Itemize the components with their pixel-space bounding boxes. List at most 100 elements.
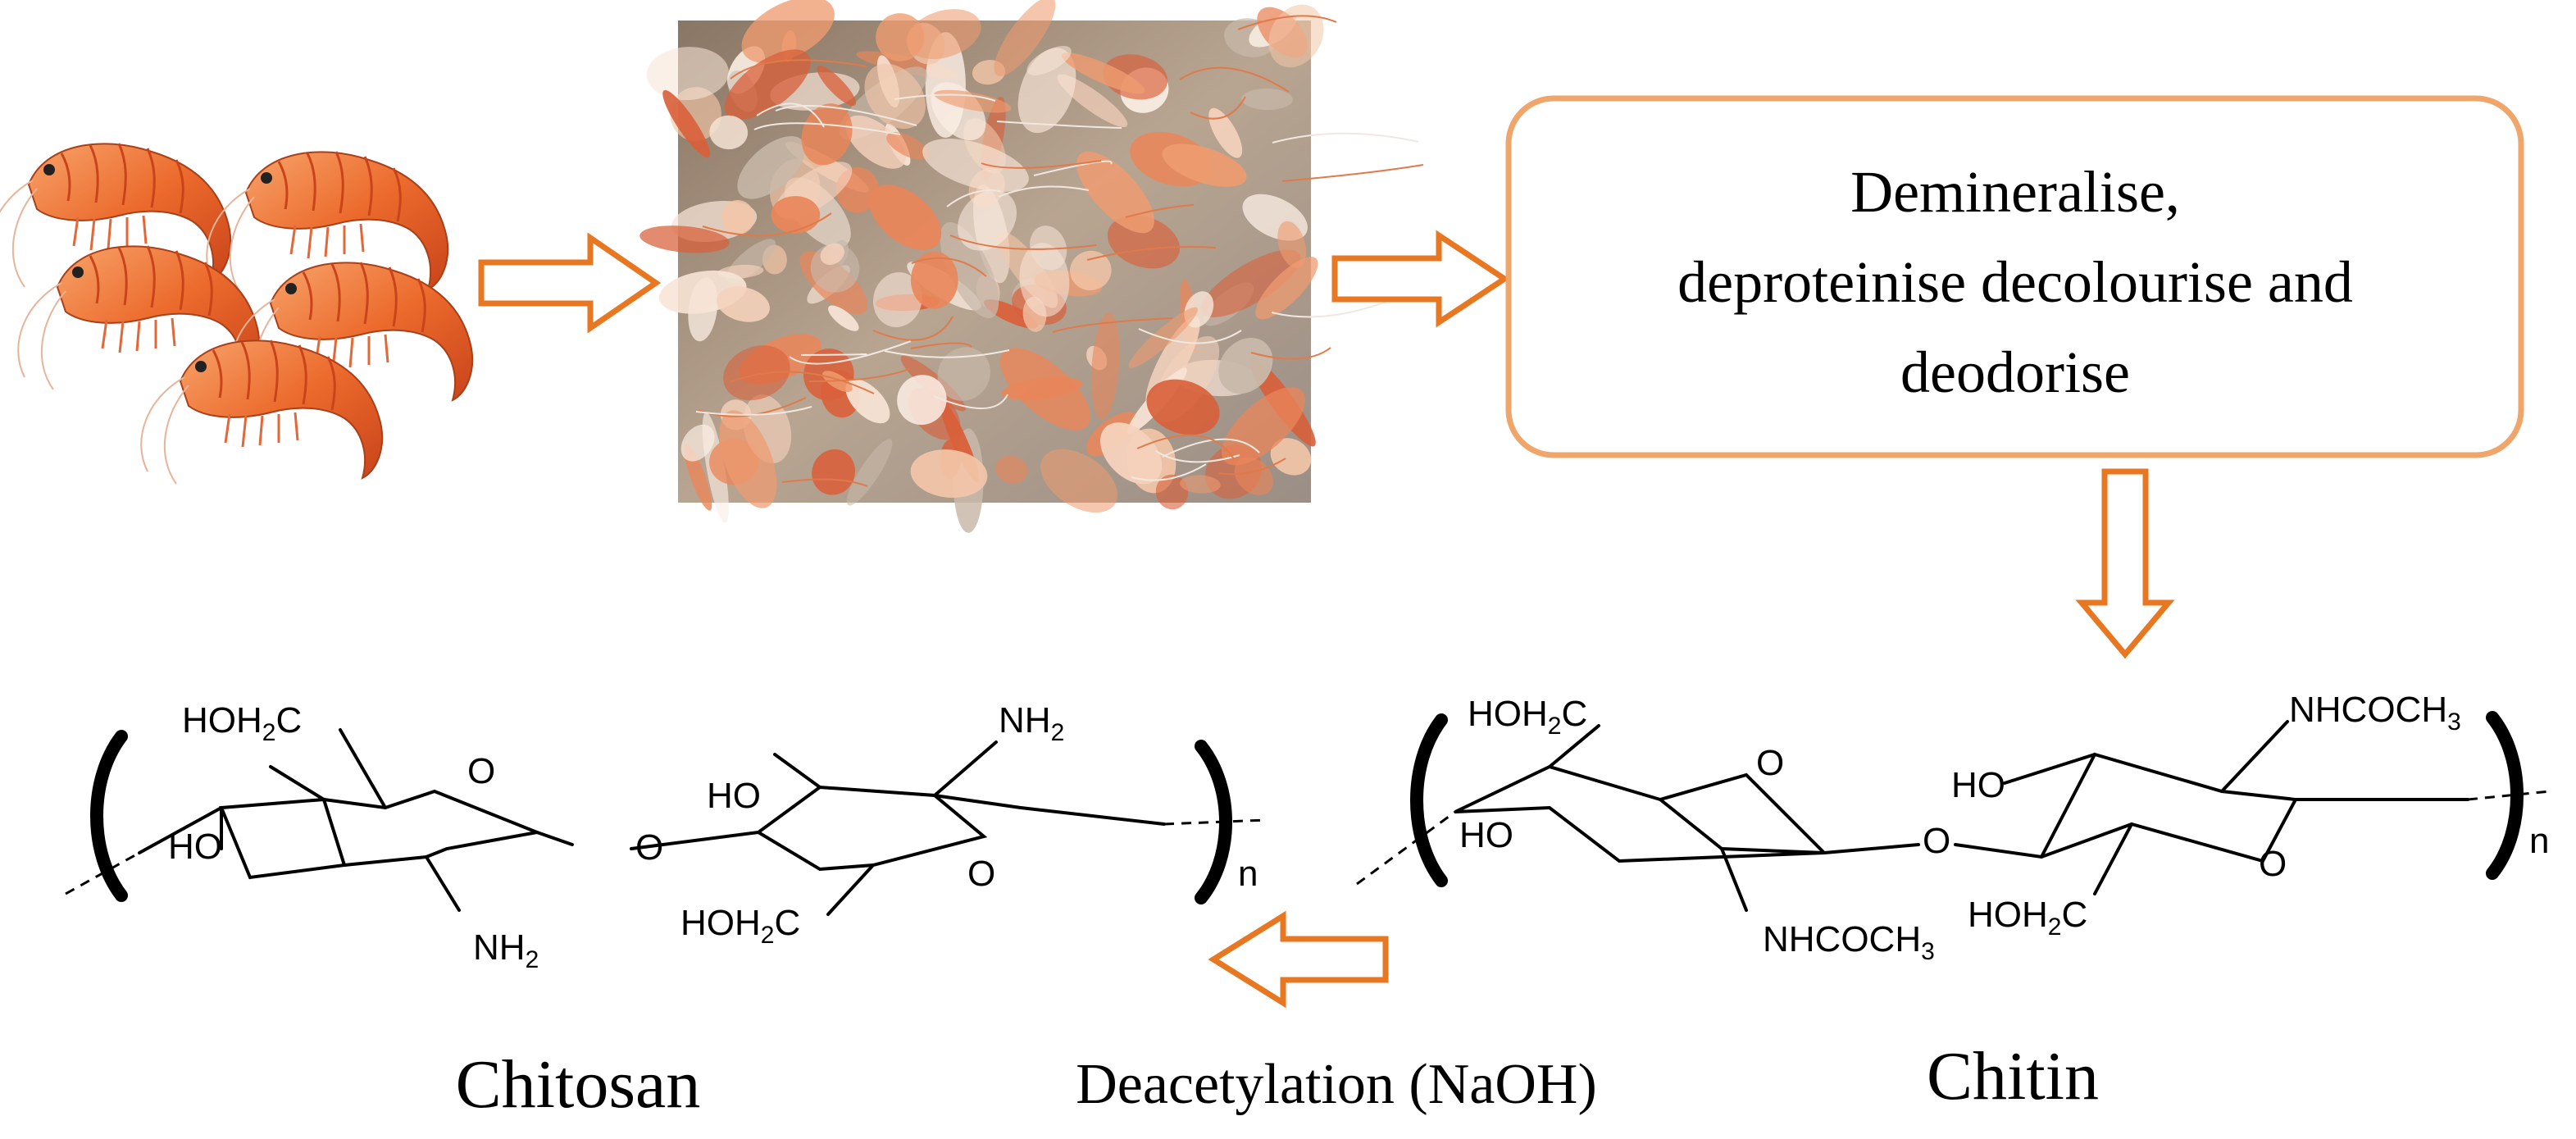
- shell-fragment: [1162, 144, 1247, 187]
- shell-fragment: [639, 226, 730, 253]
- chitosan-hoh2c-bottom: HOH2C: [680, 903, 800, 949]
- chitosan-bracket-left: [90, 730, 128, 902]
- chitin-repeat-n: n: [2529, 821, 2549, 861]
- shell-fragment: [724, 49, 811, 120]
- antenna-strand: [729, 371, 875, 394]
- shell-fragment: [1019, 243, 1070, 317]
- antenna-strand: [702, 212, 832, 237]
- shell-fragment: [845, 379, 890, 424]
- shell-fragment: [1076, 151, 1154, 234]
- chitin-nhcoch3-bottom: NHCOCH3: [1763, 919, 1935, 965]
- shell-fragment: [717, 286, 770, 322]
- chitin-nhcoch3-top: NHCOCH3: [2289, 690, 2461, 736]
- chitosan-structure: HOH2C O HO NH2 O HO NH2 O HOH2C n: [65, 700, 1268, 973]
- chitosan-ring-o-2: O: [967, 854, 995, 894]
- antenna-strand: [998, 185, 1090, 198]
- shell-fragment: [1001, 376, 1083, 400]
- arrow-right-1: [478, 232, 662, 334]
- antenna-strand: [1086, 246, 1217, 261]
- chitosan-hoh2c-top: HOH2C: [182, 700, 302, 746]
- chitin-ho-mid: HO: [1951, 765, 2005, 805]
- shell-fragment: [646, 47, 729, 101]
- antenna-strand: [872, 316, 953, 341]
- chitin-hoh2c-top: HOH2C: [1468, 694, 1587, 740]
- shell-fragment: [1062, 52, 1145, 94]
- chitin-bracket-right: [2486, 711, 2524, 880]
- process-box-line-2: deproteinise decolourise and: [1677, 249, 2353, 315]
- shell-fragment: [957, 189, 1017, 251]
- antenna-strand: [808, 368, 910, 382]
- shell-fragment: [906, 9, 981, 60]
- antenna-strand: [1217, 458, 1286, 476]
- chitosan-ho-mid: HO: [707, 776, 761, 816]
- antenna-strand: [1125, 204, 1195, 218]
- antenna-strand: [1131, 463, 1207, 481]
- shell-fragment: [886, 132, 929, 160]
- shell-fragment: [1026, 46, 1072, 75]
- antenna-strand: [789, 340, 912, 365]
- chitin-ring-o-2: O: [2259, 844, 2287, 884]
- chitin-structure: HOH2C O HO NHCOCH3 O HO NHCOCH3 O HOH2C …: [1356, 690, 2551, 965]
- chitin-link-o: O: [1923, 821, 1950, 861]
- antenna-strand: [775, 105, 917, 126]
- antenna-strand: [1155, 450, 1240, 463]
- antenna-strand: [1179, 66, 1290, 93]
- arrow-down: [2075, 468, 2175, 659]
- chitosan-label: Chitosan: [456, 1046, 701, 1123]
- arrow-left: [1208, 910, 1389, 1009]
- antenna-strand: [911, 257, 987, 277]
- antenna-strand: [981, 160, 1102, 169]
- antenna-strand: [1138, 328, 1242, 344]
- shell-fragment: [1107, 215, 1180, 269]
- chitosan-ring-o-1: O: [467, 751, 495, 791]
- antenna-strand: [1190, 96, 1246, 120]
- shell-fragment: [937, 347, 991, 401]
- chitosan-ho-left: HO: [168, 827, 222, 867]
- antenna-strand: [1136, 434, 1235, 460]
- process-box-line-3: deodorise: [1900, 339, 2130, 405]
- shell-fragment: [1270, 438, 1312, 476]
- shell-fragment: [737, 136, 806, 199]
- shell-fragment: [1070, 250, 1112, 291]
- chitosan-repeat-n: n: [1238, 854, 1258, 894]
- shell-fragment: [709, 115, 749, 150]
- deacetylation-label: Deacetylation (NaOH): [1076, 1053, 1597, 1116]
- antenna-strand: [800, 353, 867, 356]
- antenna-strand: [910, 342, 972, 349]
- antenna-strand: [1033, 160, 1113, 176]
- shell-fragment: [1241, 88, 1293, 111]
- shell-fragment: [1146, 379, 1220, 435]
- antenna-strand: [996, 121, 1122, 129]
- shell-fragment: [897, 375, 947, 426]
- antenna-strand: [753, 122, 901, 135]
- shell-fragment: [817, 66, 857, 107]
- shell-fragment: [994, 0, 1056, 76]
- shell-fragment: [1268, 4, 1324, 68]
- shrimp-icon: [0, 142, 474, 485]
- antenna-strand: [695, 406, 812, 416]
- shell-fragment: [1255, 257, 1318, 320]
- shell-fragment: [771, 196, 821, 234]
- shell-fragment: [1040, 449, 1118, 513]
- shell-fragment: [741, 0, 835, 64]
- shell-fragment: [1234, 457, 1273, 496]
- antenna-strand: [756, 103, 825, 128]
- antenna-strand: [894, 93, 996, 102]
- shell-fragment: [994, 455, 1028, 484]
- shell-fragment: [680, 424, 715, 462]
- shell-fragment: [721, 199, 755, 235]
- shell-fragment: [1180, 475, 1221, 494]
- shell-fragment: [872, 271, 922, 328]
- shell-fragment: [1218, 337, 1273, 394]
- chitin-ho-left: HO: [1459, 815, 1513, 855]
- shell-fragment: [864, 63, 926, 130]
- process-box: Demineralise, deproteinise decolourise a…: [1505, 95, 2524, 458]
- shell-fragment: [719, 410, 777, 508]
- chitosan-nh2-bottom: NH2: [473, 927, 539, 973]
- antenna-strand: [933, 394, 1008, 409]
- antenna-strand: [1271, 296, 1400, 318]
- antenna-strand: [781, 478, 868, 487]
- shell-fragment: [1100, 422, 1163, 485]
- shell-fragment: [662, 89, 711, 158]
- chitin-hoh2c-bottom: HOH2C: [1968, 895, 2087, 941]
